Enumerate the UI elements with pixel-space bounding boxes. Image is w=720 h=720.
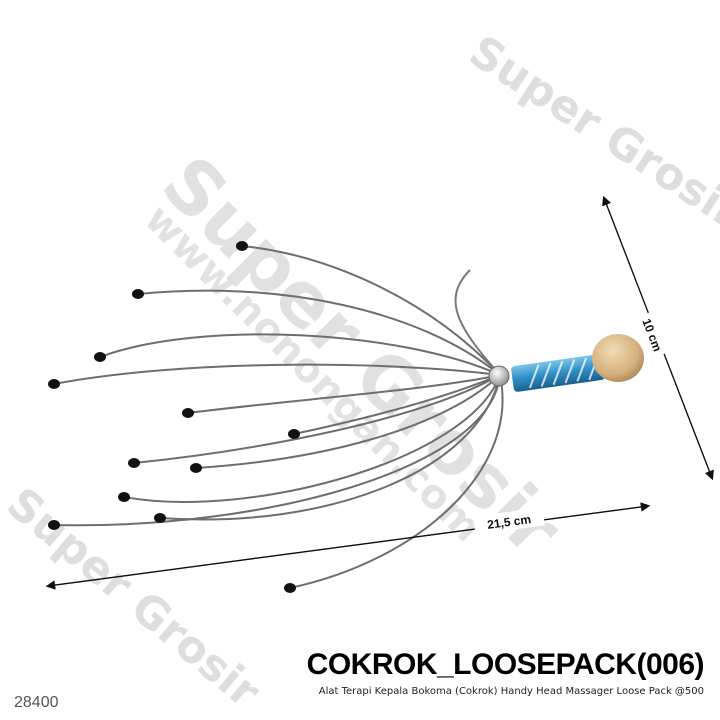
metal-hub: [488, 365, 510, 387]
massager-handle: [488, 334, 644, 392]
length-dimension: 21,5 cm: [45, 502, 651, 590]
product-price: 28400: [14, 694, 59, 711]
wooden-knob: [592, 334, 644, 382]
massager-prongs: [53, 245, 504, 589]
prong-tips: [48, 241, 300, 593]
length-label: 21,5 cm: [486, 512, 532, 532]
product-description: Alat Terapi Kepala Bokoma (Cokrok) Handy…: [318, 686, 704, 697]
height-dimension: 10 cm: [602, 195, 714, 481]
product-code: COKROK_LOOSEPACK(006): [306, 648, 705, 681]
